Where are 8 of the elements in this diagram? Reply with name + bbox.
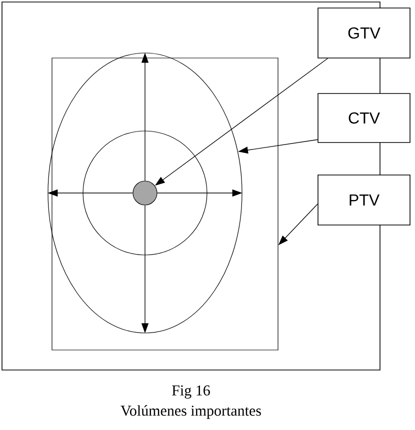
label-box: PTV	[318, 174, 410, 226]
label-box: CTV	[318, 93, 410, 143]
target-rectangle	[52, 58, 278, 350]
target-ellipse	[48, 52, 242, 334]
label-box: GTV	[318, 8, 410, 58]
target-dot	[132, 180, 158, 206]
figure-caption: Volúmenes importantes	[120, 405, 261, 419]
figure-number: Fig 16	[172, 385, 210, 399]
